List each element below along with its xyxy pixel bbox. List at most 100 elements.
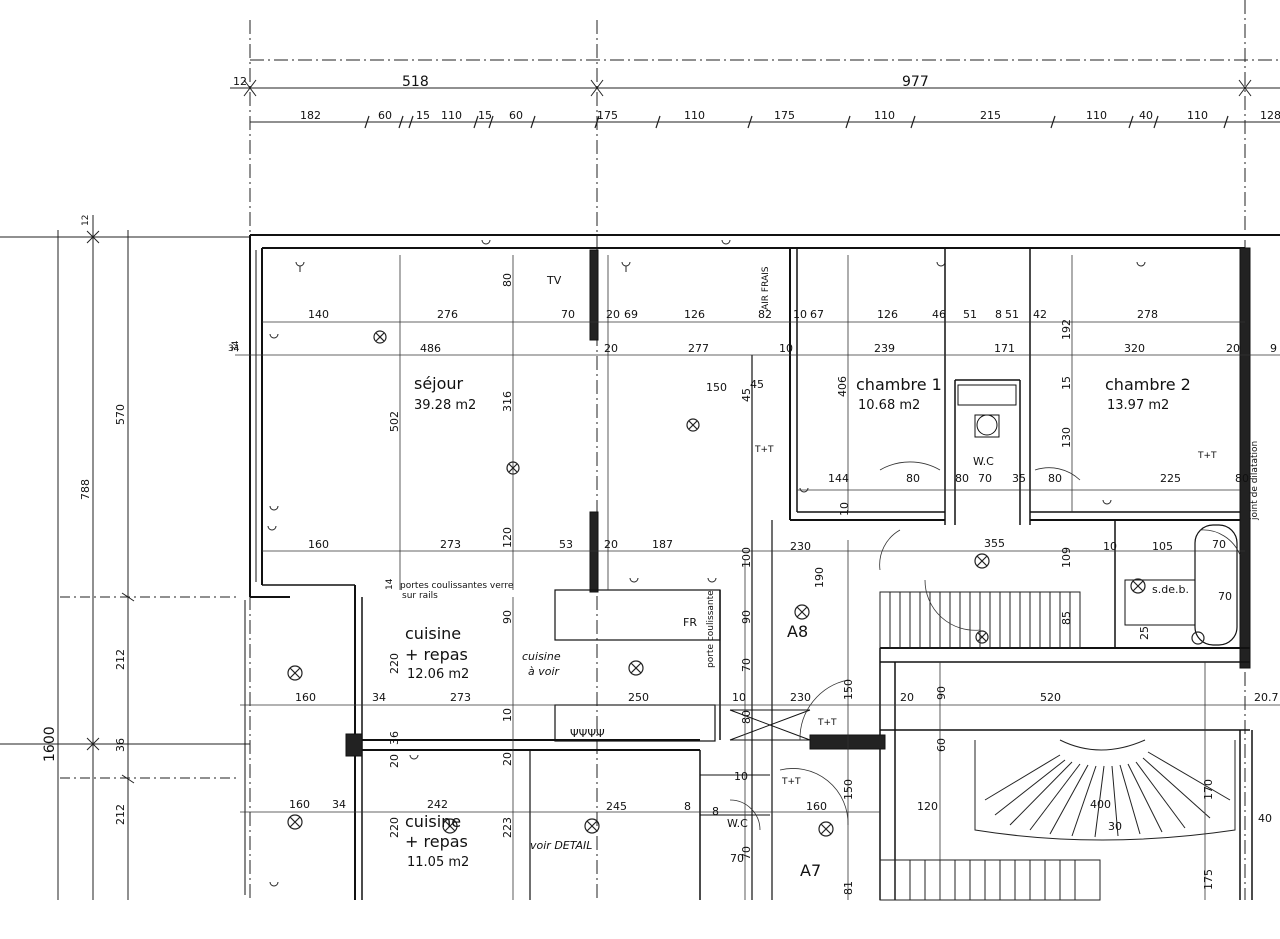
dim-r5-120: 120 — [501, 527, 514, 548]
room-name-chambre2: chambre 2 — [1105, 375, 1191, 394]
room-area-chambre1: 10.68 m2 — [858, 398, 920, 413]
annotations: TV W.C W.C s.de.b. A8 A7 FR T+T T+T T+T … — [400, 266, 1260, 880]
interior-dims-vertical1: 80 316 502 406 192 130 15 45 — [388, 273, 1073, 448]
room-area-chambre2: 13.97 m2 — [1107, 398, 1169, 413]
label-tt-2: T+T — [1197, 451, 1217, 461]
outlets — [267, 239, 1146, 887]
dim-r3-80c: 80 — [1048, 472, 1062, 485]
dim-v1-80: 80 — [501, 273, 514, 287]
left-dim-570: 570 — [114, 404, 127, 425]
label-porte-coulissante: porte coulissante — [706, 590, 716, 668]
dim-r6-34: 34 — [372, 691, 386, 704]
dim-r5-100: 100 — [740, 547, 753, 568]
dim-r7-400: 400 — [1090, 798, 1111, 811]
label-tt-3: T+T — [817, 718, 837, 728]
dim-r7-242: 242 — [427, 798, 448, 811]
room-cuisine2: cuisine + repas 11.05 m2 — [405, 812, 469, 870]
left-dim-212b: 212 — [114, 804, 127, 825]
dim-r5-109: 109 — [1060, 547, 1073, 568]
dim-r2-34: 34 — [228, 344, 240, 354]
label-a-voir: à voir — [528, 665, 561, 678]
dim-r3-144: 144 — [828, 472, 849, 485]
room-chambre1: chambre 1 10.68 m2 — [856, 375, 942, 413]
label-air-frais: AIR FRAIS — [761, 266, 771, 310]
interior-dims-row2: 34 486 20 277 10 239 171 320 20 9 — [228, 342, 1277, 355]
label-a7: A7 — [800, 861, 821, 880]
dim-misc-10: 10 — [734, 770, 748, 783]
label-wc-bottom: W.C — [727, 817, 748, 830]
top-dim-110b: 110 — [684, 109, 705, 122]
dim-r1-51a: 51 — [963, 308, 977, 321]
left-dim-212a: 212 — [114, 649, 127, 670]
dim-r4-355: 355 — [984, 537, 1005, 550]
left-dim-12: 12 — [81, 215, 91, 226]
dim-r2-171: 171 — [994, 342, 1015, 355]
dim-v3-223: 223 — [501, 817, 514, 838]
dim-r1-126a: 126 — [684, 308, 705, 321]
label-voir-detail: voir DETAIL — [530, 839, 592, 852]
top-dim-215: 215 — [980, 109, 1001, 122]
room-sub-cuisine2: + repas — [405, 832, 468, 851]
interior-dims-row7: 160 34 242 245 8 160 120 400 40 — [289, 798, 1272, 825]
dim-r4-160: 160 — [308, 538, 329, 551]
dim-r2-277: 277 — [688, 342, 709, 355]
dim-v3-36: 36 — [388, 731, 401, 745]
room-area-cuisine1: 12.06 m2 — [407, 667, 469, 682]
dim-r6-230: 230 — [790, 691, 811, 704]
dim-r4-230: 230 — [790, 540, 811, 553]
dim-r2-20: 20 — [604, 342, 618, 355]
dim-v2-70: 70 — [740, 658, 753, 672]
dim-misc-8: 8 — [712, 805, 719, 818]
dim-v1-45: 45 — [740, 388, 753, 402]
dim-v3-20: 20 — [388, 754, 401, 768]
dim-v3-150: 150 — [842, 779, 855, 800]
interior-dimension-lines — [235, 255, 1280, 900]
dim-v1-130: 130 — [1060, 427, 1073, 448]
dim-r4-70: 70 — [1218, 590, 1232, 603]
top-dim-110c: 110 — [874, 109, 895, 122]
dim-misc-45: 45 — [750, 378, 764, 391]
dim-r4-53: 53 — [559, 538, 573, 551]
top-dim-60b: 60 — [509, 109, 523, 122]
top-dim-128: 128 — [1260, 109, 1280, 122]
dim-v1-15: 15 — [1060, 376, 1073, 390]
dim-r7-245: 245 — [606, 800, 627, 813]
top-dim-15b: 15 — [478, 109, 492, 122]
dim-v3-220b: 220 — [388, 817, 401, 838]
dim-r1-20: 20 — [606, 308, 620, 321]
dim-r2-20b: 20 — [1226, 342, 1240, 355]
dim-r3-80d: 80 — [1235, 472, 1249, 485]
room-chambre2: chambre 2 13.97 m2 — [1105, 375, 1191, 413]
dim-v2-170: 170 — [1202, 779, 1215, 800]
dim-v1-406: 406 — [836, 376, 849, 397]
dim-r3-80b: 80 — [955, 472, 969, 485]
label-tv: TV — [546, 274, 562, 287]
dim-r5-10: 10 — [838, 502, 851, 516]
door-swings — [729, 461, 1241, 831]
dim-r7-34: 34 — [332, 798, 346, 811]
top-dim-182: 182 — [300, 109, 321, 122]
label-portes: portes coulissantes verre — [400, 581, 514, 591]
dim-r2-10: 10 — [779, 342, 793, 355]
dim-r4-273: 273 — [440, 538, 461, 551]
dim-r2-320: 320 — [1124, 342, 1145, 355]
dim-r1-140: 140 — [308, 308, 329, 321]
top-dim-518: 518 — [402, 74, 429, 90]
dim-r5-14: 14 — [385, 578, 395, 590]
label-rails: sur rails — [402, 591, 438, 601]
dim-r1-82: 82 — [758, 308, 772, 321]
interior-dims-vertical3: 220 223 20 36 150 70 81 175 — [388, 731, 1215, 895]
dim-r1-276: 276 — [437, 308, 458, 321]
dim-r5-85: 85 — [1060, 611, 1073, 625]
dim-misc-150: 150 — [706, 381, 727, 394]
dim-r3-80a: 80 — [906, 472, 920, 485]
dim-r5-190: 190 — [813, 567, 826, 588]
left-dimension-lines — [0, 215, 250, 900]
room-sejour: séjour 39.28 m2 — [414, 374, 476, 413]
interior-dims-row3: 144 80 80 70 35 80 225 70 80 — [828, 472, 1249, 551]
dim-r6-160: 160 — [295, 691, 316, 704]
room-area-sejour: 39.28 m2 — [414, 398, 476, 413]
room-name-chambre1: chambre 1 — [856, 375, 942, 394]
room-cuisine1: cuisine + repas 12.06 m2 — [405, 624, 469, 682]
